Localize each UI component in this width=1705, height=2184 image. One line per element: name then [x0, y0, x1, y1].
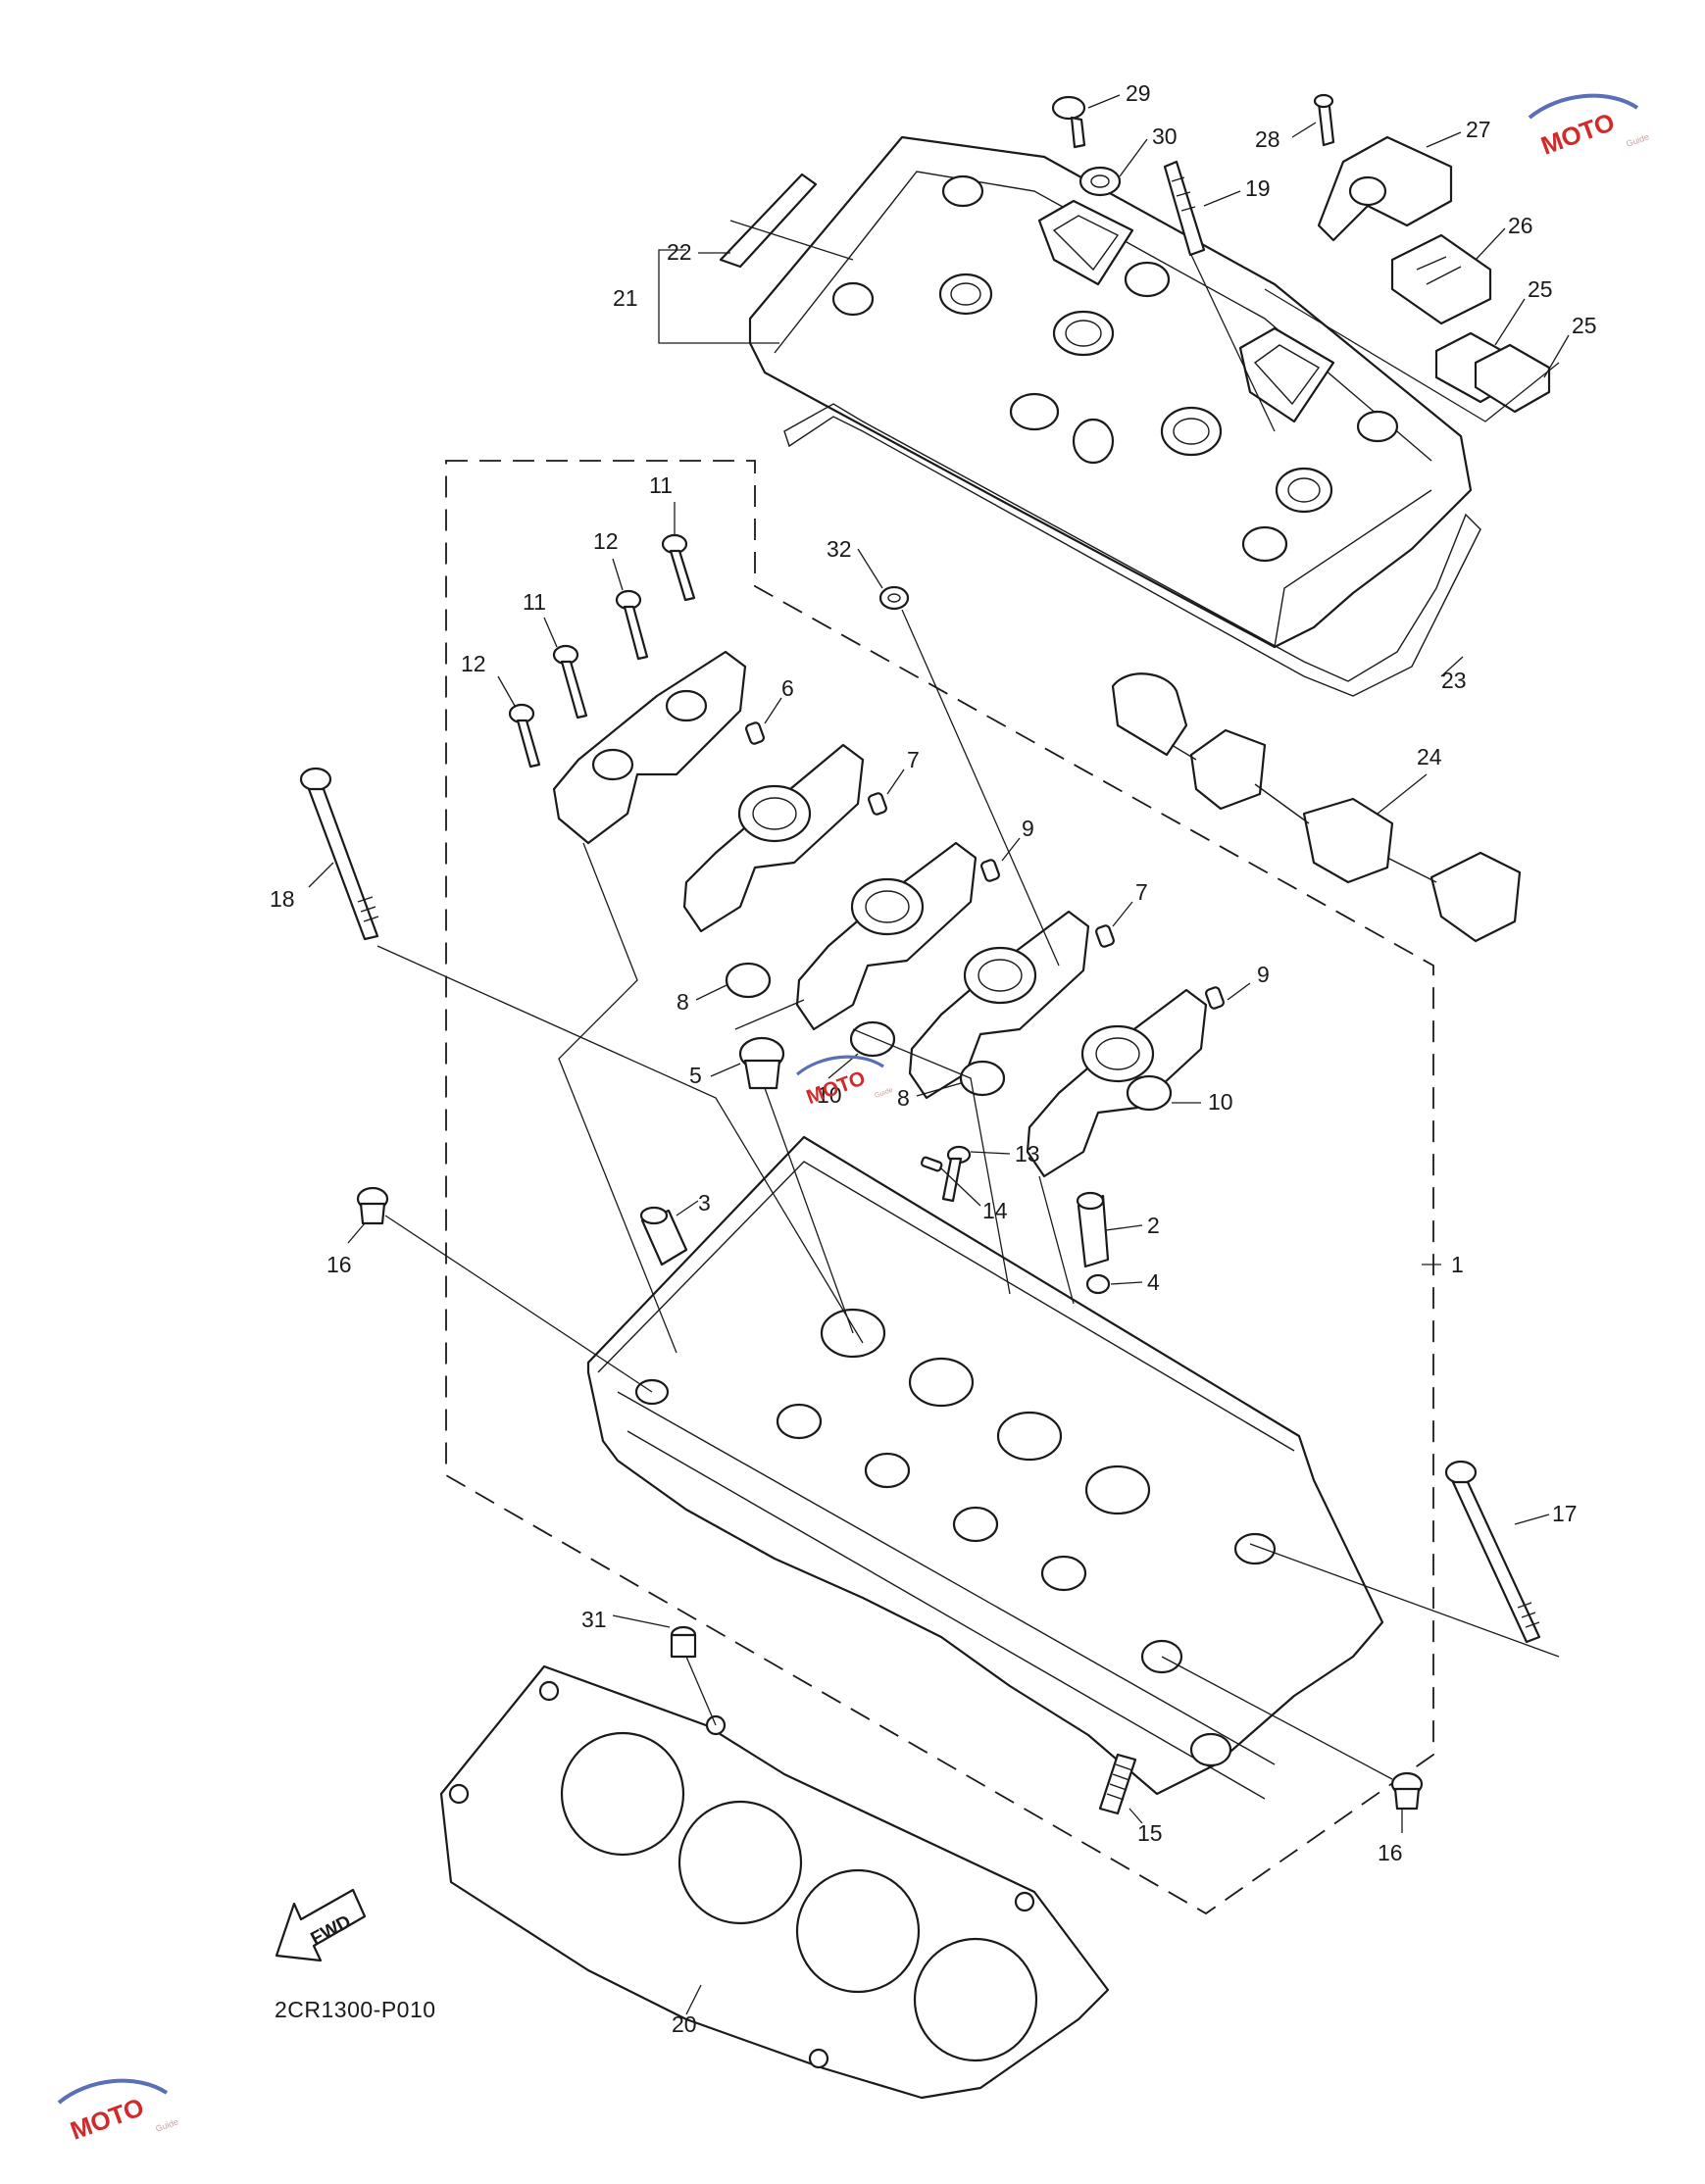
- watermark-text: MOTO: [67, 2092, 148, 2146]
- assembly-1-dashed-boundary: [445, 460, 1434, 1915]
- callout-9a: 9: [1022, 816, 1034, 841]
- callout-7a: 7: [907, 747, 920, 772]
- dowel-9-left[interactable]: [980, 859, 1000, 882]
- bolt-29[interactable]: [1051, 95, 1086, 149]
- watermark-logo-top: MOTO Guide: [1528, 93, 1650, 161]
- bolt-12-upper[interactable]: [615, 589, 649, 661]
- cam-cap-left[interactable]: [552, 650, 747, 845]
- o-ring-8-right[interactable]: [959, 1060, 1006, 1097]
- callout-29: 29: [1126, 80, 1151, 106]
- watermark-swoosh: [795, 1055, 884, 1076]
- callout-labels: 29 30 19 28 27 26 25 25 22 21 23 24 32 1…: [270, 80, 1597, 2037]
- forward-direction-arrow: FWD: [275, 1888, 367, 1962]
- bolt-13[interactable]: [941, 1145, 972, 1203]
- watermark-swoosh: [57, 2078, 169, 2105]
- cover-clip-25b[interactable]: [1474, 343, 1551, 414]
- diagram-code: 2CR1300-P010: [275, 1997, 436, 2022]
- watermark-sub: Guide: [154, 2116, 179, 2134]
- callout-32: 32: [827, 536, 852, 562]
- cam-cap-center[interactable]: [795, 841, 978, 1031]
- callout-6: 6: [781, 675, 794, 701]
- leader-lines: [308, 94, 1570, 2015]
- cover-plate-26[interactable]: [1390, 233, 1492, 325]
- callout-26: 26: [1508, 213, 1533, 238]
- intake-gasket-link: [1171, 744, 1437, 883]
- callout-8a: 8: [677, 989, 689, 1015]
- callout-10a: 10: [817, 1082, 842, 1108]
- head-bolt-17[interactable]: [1444, 1460, 1541, 1644]
- callout-10b: 10: [1208, 1089, 1233, 1115]
- callout-28: 28: [1255, 126, 1280, 152]
- dowel-31[interactable]: [670, 1625, 697, 1659]
- bracket-22[interactable]: [719, 173, 818, 269]
- intake-gasket[interactable]: [1111, 672, 1522, 943]
- watermark-logo-bottom: MOTO Guide: [57, 2078, 179, 2146]
- callout-2: 2: [1147, 1213, 1160, 1238]
- plug-5[interactable]: [738, 1036, 785, 1090]
- bolt-12-lower[interactable]: [508, 703, 541, 769]
- washer-4[interactable]: [1085, 1273, 1111, 1295]
- callout-27: 27: [1466, 117, 1491, 142]
- o-ring-8-left[interactable]: [725, 962, 772, 999]
- callout-5: 5: [689, 1063, 702, 1088]
- callout-19: 19: [1245, 175, 1271, 201]
- o-ring-10-right[interactable]: [1126, 1074, 1173, 1112]
- callout-25b: 25: [1572, 313, 1597, 338]
- valve-cover-gasket[interactable]: [783, 403, 1481, 697]
- spark-plug-19[interactable]: [1163, 160, 1206, 257]
- cam-cap-right[interactable]: [1026, 988, 1208, 1178]
- valve-cover-plug-holes: [831, 174, 1399, 563]
- cam-cap-center-left[interactable]: [682, 743, 865, 933]
- callout-7b: 7: [1135, 879, 1148, 905]
- callout-30: 30: [1152, 124, 1178, 149]
- callout-9b: 9: [1257, 962, 1270, 987]
- dowel-7-right[interactable]: [1095, 924, 1115, 948]
- bolt-11-lower[interactable]: [552, 644, 588, 720]
- watermark-sub: Guide: [1625, 131, 1650, 149]
- callout-12a: 12: [593, 528, 619, 554]
- callout-11a: 11: [649, 472, 673, 498]
- valve-cover[interactable]: [748, 135, 1473, 649]
- callout-8b: 8: [897, 1085, 910, 1111]
- callout-18: 18: [270, 886, 295, 912]
- washer-30[interactable]: [1078, 166, 1122, 197]
- callout-13: 13: [1015, 1141, 1040, 1166]
- callout-12b: 12: [461, 651, 486, 676]
- callout-3: 3: [698, 1190, 711, 1216]
- dowel-9-right[interactable]: [1205, 986, 1225, 1010]
- head-bolt-18[interactable]: [299, 767, 379, 941]
- callout-17: 17: [1552, 1501, 1578, 1526]
- watermark-swoosh: [1528, 93, 1639, 120]
- watermark-text: MOTO: [1537, 107, 1619, 161]
- callout-15: 15: [1137, 1820, 1163, 1846]
- dowel-7-left[interactable]: [868, 792, 887, 816]
- cylinder-head[interactable]: [586, 1135, 1384, 1800]
- callout-23: 23: [1441, 668, 1467, 693]
- bolt-11-upper[interactable]: [661, 533, 696, 602]
- callout-20: 20: [672, 2011, 697, 2037]
- o-ring-10-left[interactable]: [849, 1020, 896, 1058]
- callout-25a: 25: [1528, 276, 1553, 302]
- ignition-coil-boot: [1348, 175, 1387, 207]
- callout-31: 31: [581, 1607, 607, 1632]
- callout-24: 24: [1417, 744, 1442, 769]
- callout-21: 21: [613, 285, 638, 311]
- callout-14: 14: [982, 1198, 1008, 1223]
- stud-15[interactable]: [1098, 1753, 1137, 1815]
- plug-16-left[interactable]: [356, 1186, 389, 1225]
- callout-11b: 11: [523, 589, 546, 615]
- valve-cover-coil-bays: [1037, 199, 1335, 423]
- head-gasket[interactable]: [439, 1664, 1110, 2100]
- plug-16-right[interactable]: [1390, 1771, 1424, 1811]
- dowel-6[interactable]: [745, 721, 765, 745]
- watermark-sub: Guide: [874, 1085, 894, 1100]
- callout-22: 22: [667, 239, 692, 265]
- callout-16b: 16: [1378, 1840, 1403, 1865]
- washer-32[interactable]: [878, 585, 910, 611]
- callout-1: 1: [1451, 1252, 1464, 1277]
- pin-14[interactable]: [920, 1156, 943, 1172]
- callout-4: 4: [1147, 1269, 1160, 1295]
- callout-16a: 16: [326, 1252, 352, 1277]
